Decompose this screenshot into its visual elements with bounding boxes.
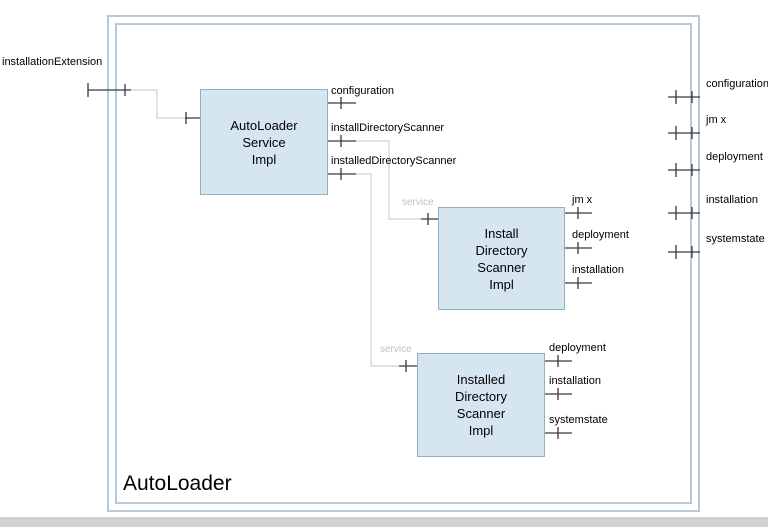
component-install-directory-scanner-impl[interactable]: Install Directory Scanner Impl: [438, 207, 565, 310]
port-label-boundary-deployment: deployment: [706, 151, 763, 163]
port-label-installedDirectoryScanner: installedDirectoryScanner: [331, 155, 457, 167]
pin-boundary-deployment[interactable]: [668, 163, 700, 177]
pin-boundary-jmx[interactable]: [668, 126, 700, 140]
pin-boundary-installation[interactable]: [668, 206, 700, 220]
connector-installedDirectoryScanner-to-installed-scanner-service[interactable]: [356, 173, 399, 367]
port-label-configuration-autoloader-service: configuration: [331, 85, 394, 97]
pin-deployment-installed-scanner[interactable]: [545, 355, 572, 367]
pin-service-install-scanner[interactable]: [421, 213, 438, 225]
pin-deployment-install-scanner[interactable]: [565, 242, 592, 254]
pin-installation-install-scanner[interactable]: [565, 277, 592, 289]
port-label-boundary-configuration: configuration: [706, 78, 768, 90]
connector-installDirectoryScanner-to-install-scanner-service[interactable]: [356, 140, 421, 220]
port-label-deployment-install-scanner: deployment: [572, 229, 629, 241]
pin-installation-installed-scanner[interactable]: [545, 388, 572, 400]
pin-boundary-systemstate[interactable]: [668, 245, 700, 259]
port-label-boundary-jmx: jm x: [706, 114, 727, 126]
pin-installDirectoryScanner[interactable]: [328, 135, 356, 147]
port-label-installation-install-scanner: installation: [572, 264, 624, 276]
bottom-scrollbar[interactable]: [0, 517, 768, 527]
pin-boundary-configuration[interactable]: [668, 90, 700, 104]
port-label-boundary-installation: installation: [706, 194, 758, 206]
composite-title: AutoLoader: [123, 472, 232, 495]
pin-configuration-autoloader-service[interactable]: [328, 97, 356, 109]
port-label-installation-installed-scanner: installation: [549, 375, 601, 387]
port-label-service-installed-scanner: service: [380, 344, 412, 355]
pin-autoloader-service-left[interactable]: [185, 112, 200, 124]
pin-installedDirectoryScanner[interactable]: [328, 168, 356, 180]
port-label-jmx-install-scanner: jm x: [572, 194, 593, 206]
port-label-deployment-installed-scanner: deployment: [549, 342, 606, 354]
pin-systemstate-installed-scanner[interactable]: [545, 427, 572, 439]
component-autoloader-service-impl[interactable]: AutoLoader Service Impl: [200, 89, 328, 195]
port-label-installDirectoryScanner: installDirectoryScanner: [331, 122, 445, 134]
composite-container-inner-border: [115, 23, 692, 504]
port-label-boundary-systemstate: systemstate: [706, 233, 765, 245]
pin-installationExtension[interactable]: [87, 83, 131, 97]
pin-jmx-install-scanner[interactable]: [565, 207, 592, 219]
connector-installationExtension-to-autoloader-service[interactable]: [131, 89, 185, 119]
component-installed-directory-scanner-impl[interactable]: Installed Directory Scanner Impl: [417, 353, 545, 457]
port-label-systemstate-installed-scanner: systemstate: [549, 414, 608, 426]
composite-container-outer-border[interactable]: [107, 15, 700, 512]
pin-service-installed-scanner[interactable]: [399, 360, 417, 372]
port-label-service-install-scanner: service: [402, 197, 434, 208]
port-label-installationExtension: installationExtension: [2, 56, 103, 68]
